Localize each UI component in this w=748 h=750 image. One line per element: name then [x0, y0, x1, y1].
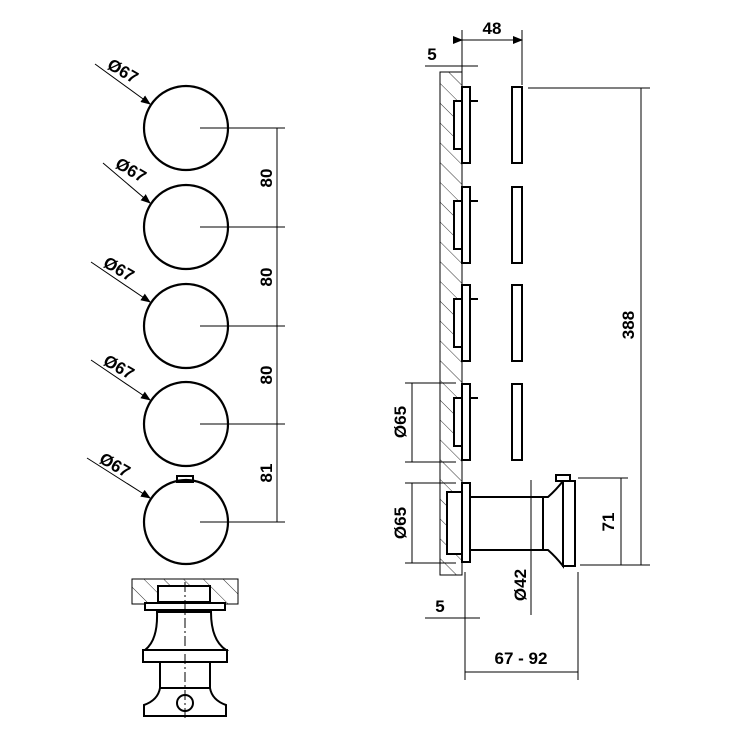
- spacing-label-1: 80: [257, 169, 276, 188]
- diverter-knob: [446, 474, 576, 569]
- knob-side: [453, 186, 523, 264]
- diameter-label: Ø67: [96, 449, 133, 482]
- wall-offset-bottom-label: 5: [435, 597, 444, 616]
- total-height-label: 388: [619, 311, 638, 339]
- spacing-label-4: 81: [257, 464, 276, 483]
- depth-range-label: 67 - 92: [495, 649, 548, 668]
- knob-front: Ø67: [94, 55, 285, 172]
- depth-top-label: 48: [483, 19, 502, 38]
- knob-side: [453, 86, 523, 164]
- diameter-upper-label: Ø65: [391, 406, 410, 438]
- knob-side: [453, 284, 523, 362]
- spacing-label-3: 80: [257, 366, 276, 385]
- diameter-lower-label: Ø65: [391, 507, 410, 539]
- bottom-profile-view: [131, 578, 239, 720]
- knob-side: [453, 383, 523, 461]
- side-view: [453, 86, 523, 461]
- diverter-diameter-label: Ø42: [511, 569, 530, 601]
- diverter-height-label: 71: [599, 513, 618, 532]
- diameter-label: Ø67: [112, 154, 149, 187]
- knob-front: Ø67: [90, 253, 285, 370]
- diameter-label: Ø67: [104, 55, 141, 88]
- spacing-label-2: 80: [257, 268, 276, 287]
- wall-offset-top-label: 5: [427, 45, 436, 64]
